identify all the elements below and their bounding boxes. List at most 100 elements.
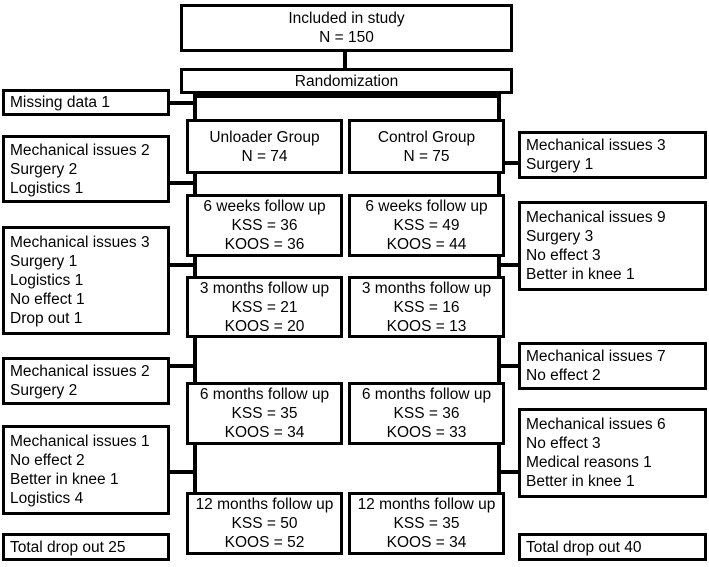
- control-header-line-2: N = 75: [403, 147, 450, 165]
- box-left-dropout-after-6-weeks: Mechanical issues 3 Surgery 1 Logistics …: [2, 226, 170, 335]
- unloader-header-line-1: Unloader Group: [209, 128, 320, 146]
- left-dropout-4-line-1: No effect 2: [10, 452, 85, 469]
- box-included-in-study: Included in study N = 150: [180, 4, 513, 52]
- connector-left-dropout-3: [168, 364, 196, 368]
- unloader-fu1-line-2: KSS = 21: [231, 298, 298, 316]
- control-fu0-line-2: KSS = 49: [393, 217, 460, 234]
- connector-right-dropout-0: [498, 161, 520, 165]
- unloader-fu2-line-1: 6 months follow up: [199, 386, 330, 403]
- right-dropout-3-line-3: Better in knee 1: [526, 473, 635, 490]
- box-control-followup-12-months: 12 months follow up KSS = 35 KOOS = 34: [348, 492, 505, 555]
- right-dropout-1-line-1: Surgery 3: [526, 228, 594, 245]
- right-dropout-0-line-0: Mechanical issues 3: [526, 137, 666, 154]
- box-control-followup-6-months: 6 months follow up KSS = 36 KOOS = 33: [348, 382, 505, 445]
- unloader-fu3-line-1: 12 months follow up: [195, 496, 334, 513]
- connector-included-to-randomization: [343, 49, 347, 68]
- right-dropout-2-line-0: Mechanical issues 7: [526, 348, 666, 365]
- box-left-dropout-missing-data: Missing data 1: [2, 89, 170, 116]
- right-dropout-0-line-1: Surgery 1: [526, 156, 594, 173]
- connector-randomization-split: [193, 94, 501, 98]
- unloader-fu0-line-1: 6 weeks follow up: [203, 198, 326, 215]
- box-control-followup-3-months: 3 months follow up KSS = 16 KOOS = 13: [348, 276, 505, 338]
- right-dropout-1-line-3: Better in knee 1: [526, 266, 635, 283]
- box-control-followup-6-weeks: 6 weeks follow up KSS = 49 KOOS = 44: [348, 194, 505, 257]
- connector-left-dropout-4: [168, 470, 196, 474]
- control-fu1-line-3: KOOS = 13: [386, 317, 467, 335]
- connector-control-spine-3: [497, 337, 501, 384]
- left-dropout-2-line-4: Drop out 1: [10, 310, 83, 327]
- connector-control-spine-1: [497, 174, 501, 195]
- total-dropout-left-label: Total drop out 25: [10, 538, 126, 556]
- right-dropout-1-line-0: Mechanical issues 9: [526, 209, 666, 226]
- box-randomization: Randomization: [180, 68, 513, 94]
- box-control-group-header: Control Group N = 75: [348, 119, 505, 174]
- right-dropout-1-line-2: No effect 3: [526, 247, 601, 264]
- control-fu1-line-1: 3 months follow up: [361, 279, 492, 297]
- randomization-line-1: Randomization: [294, 72, 399, 90]
- connector-left-dropout-0: [168, 101, 196, 105]
- right-dropout-3-line-1: No effect 3: [526, 435, 601, 452]
- left-dropout-2-line-2: Logistics 1: [10, 272, 84, 289]
- box-left-dropout-after-6-months: Mechanical issues 1 No effect 2 Better i…: [2, 425, 170, 515]
- box-total-drop-out-unloader: Total drop out 25: [2, 533, 170, 561]
- left-dropout-4-line-2: Better in knee 1: [10, 471, 119, 488]
- connector-randomization-stem: [343, 94, 347, 98]
- left-dropout-2-line-3: No effect 1: [10, 291, 85, 308]
- control-fu3-line-2: KSS = 35: [393, 515, 460, 532]
- unloader-fu0-line-3: KOOS = 36: [224, 236, 305, 253]
- control-fu2-line-1: 6 months follow up: [361, 386, 492, 403]
- box-left-dropout-after-allocation: Mechanical issues 2 Surgery 2 Logistics …: [2, 135, 170, 203]
- connector-right-dropout-2: [498, 364, 520, 368]
- box-total-drop-out-control: Total drop out 40: [518, 533, 707, 561]
- box-unloader-followup-3-months: 3 months follow up KSS = 21 KOOS = 20: [186, 276, 343, 338]
- connector-left-dropout-2: [168, 263, 196, 267]
- connector-unloader-spine-3: [193, 337, 197, 384]
- box-right-dropout-after-6-months: Mechanical issues 6 No effect 3 Medical …: [518, 408, 707, 498]
- box-unloader-followup-6-weeks: 6 weeks follow up KSS = 36 KOOS = 36: [186, 194, 343, 257]
- control-fu0-line-1: 6 weeks follow up: [365, 198, 488, 215]
- connector-right-dropout-1: [498, 263, 520, 267]
- control-fu1-line-2: KSS = 16: [393, 298, 460, 316]
- connector-unloader-spine-4: [193, 444, 197, 494]
- box-right-dropout-after-3-months: Mechanical issues 7 No effect 2: [518, 342, 707, 390]
- box-unloader-group-header: Unloader Group N = 74: [186, 119, 343, 174]
- box-unloader-followup-12-months: 12 months follow up KSS = 50 KOOS = 52: [186, 492, 343, 555]
- left-dropout-2-line-1: Surgery 1: [10, 253, 78, 270]
- unloader-fu2-line-3: KOOS = 34: [224, 424, 305, 441]
- left-dropout-3-line-0: Mechanical issues 2: [10, 363, 150, 380]
- unloader-fu2-line-2: KSS = 35: [231, 405, 298, 422]
- left-dropout-4-line-0: Mechanical issues 1: [10, 433, 150, 450]
- right-dropout-3-line-2: Medical reasons 1: [526, 454, 652, 471]
- included-line-2: N = 150: [319, 29, 374, 46]
- connector-control-spine-4: [497, 444, 501, 494]
- left-dropout-4-line-3: Logistics 4: [10, 490, 84, 507]
- right-dropout-3-line-0: Mechanical issues 6: [526, 416, 666, 433]
- unloader-fu0-line-2: KSS = 36: [231, 217, 298, 234]
- left-dropout-2-line-0: Mechanical issues 3: [10, 234, 150, 251]
- box-right-dropout-after-6-weeks: Mechanical issues 9 Surgery 3 No effect …: [518, 201, 707, 291]
- box-left-dropout-after-3-months: Mechanical issues 2 Surgery 2: [2, 357, 170, 405]
- box-right-dropout-after-allocation: Mechanical issues 3 Surgery 1: [518, 131, 707, 179]
- connector-right-dropout-3: [498, 470, 520, 474]
- left-dropout-1-line-2: Logistics 1: [10, 179, 84, 197]
- control-fu2-line-3: KOOS = 33: [386, 424, 467, 441]
- left-dropout-0-line-0: Missing data 1: [10, 94, 110, 111]
- left-dropout-1-line-0: Mechanical issues 2: [10, 141, 150, 159]
- control-fu0-line-3: KOOS = 44: [386, 236, 467, 253]
- right-dropout-2-line-1: No effect 2: [526, 367, 601, 384]
- unloader-header-line-2: N = 74: [241, 147, 288, 165]
- connector-randomization-to-control: [497, 94, 501, 120]
- control-fu3-line-1: 12 months follow up: [357, 496, 496, 513]
- box-unloader-followup-6-months: 6 months follow up KSS = 35 KOOS = 34: [186, 382, 343, 445]
- unloader-fu3-line-2: KSS = 50: [231, 515, 298, 532]
- left-dropout-3-line-1: Surgery 2: [10, 382, 78, 399]
- unloader-fu3-line-3: KOOS = 52: [224, 534, 305, 551]
- total-dropout-right-label: Total drop out 40: [526, 538, 642, 556]
- left-dropout-1-line-1: Surgery 2: [10, 160, 78, 178]
- included-line-1: Included in study: [288, 10, 405, 27]
- control-fu2-line-2: KSS = 36: [393, 405, 460, 422]
- control-header-line-1: Control Group: [377, 128, 476, 146]
- unloader-fu1-line-1: 3 months follow up: [199, 279, 330, 297]
- connector-left-dropout-1: [168, 181, 196, 185]
